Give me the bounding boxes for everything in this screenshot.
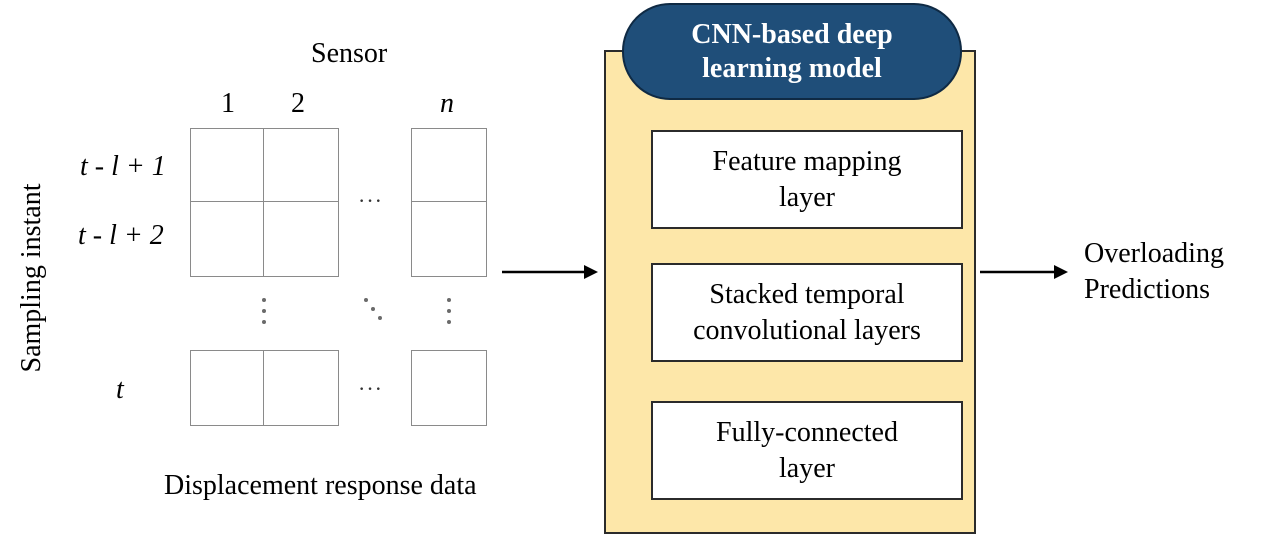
column-label-1: 1 xyxy=(221,88,235,119)
feature-mapping-layer: Feature mapping layer xyxy=(651,130,963,229)
horizontal-ellipsis-top: ··· xyxy=(358,188,383,213)
sensor-label: Sensor xyxy=(311,38,388,69)
model-title: CNN-based deep learning model xyxy=(622,3,962,100)
fully-connected-layer: Fully-connected layer xyxy=(651,401,963,500)
sampling-instant-label: Sampling instant xyxy=(16,183,47,373)
vertical-ellipsis-left xyxy=(262,298,268,324)
matrix-cell-r1-cn xyxy=(411,128,487,203)
row-label-t-l-2: t - l + 2 xyxy=(78,220,164,251)
output-arrow-icon xyxy=(980,265,1068,279)
matrix-cell-rt-cn xyxy=(411,350,487,426)
column-label-n: n xyxy=(440,88,454,119)
matrix-cell-r1-c2 xyxy=(263,128,339,203)
row-label-t-l-1: t - l + 1 xyxy=(80,151,166,182)
matrix-cell-rt-c1 xyxy=(190,350,265,426)
matrix-caption: Displacement response data xyxy=(164,470,477,501)
matrix-cell-rt-c2 xyxy=(263,350,339,426)
diagonal-ellipsis xyxy=(364,298,384,322)
input-arrow-icon xyxy=(502,265,598,279)
horizontal-ellipsis-bottom: ··· xyxy=(358,376,383,401)
matrix-cell-r2-c1 xyxy=(190,201,265,277)
vertical-ellipsis-right xyxy=(447,298,453,324)
column-label-2: 2 xyxy=(291,88,305,119)
output-label: Overloading Predictions xyxy=(1084,238,1224,305)
matrix-cell-r1-c1 xyxy=(190,128,265,203)
matrix-cell-r2-c2 xyxy=(263,201,339,277)
row-label-t: t xyxy=(116,374,124,405)
stacked-temporal-conv-layers: Stacked temporal convolutional layers xyxy=(651,263,963,362)
matrix-cell-r2-cn xyxy=(411,201,487,277)
